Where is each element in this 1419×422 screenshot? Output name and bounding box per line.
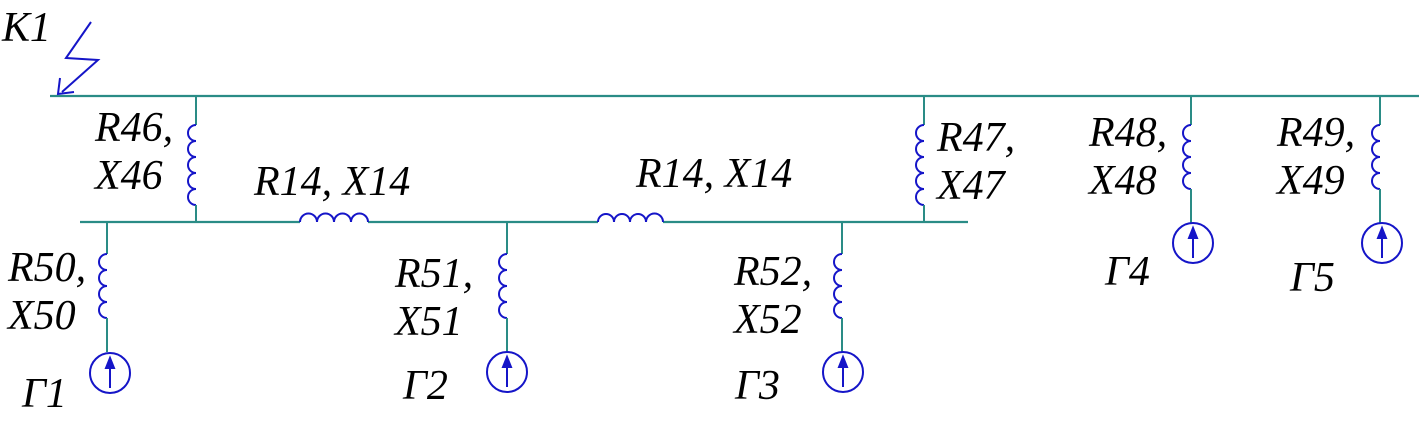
label-x48: X48: [1089, 158, 1157, 204]
generator-g4-label: Г4: [1105, 249, 1150, 295]
label-x50: X50: [8, 293, 76, 339]
fault-k1-symbol: [56, 21, 101, 96]
label-x52: X52: [734, 297, 802, 343]
generator-g4-symbol: [1172, 222, 1214, 264]
label-r46: R46,: [95, 105, 174, 151]
label-x47: X47: [937, 163, 1005, 209]
branch-r46: [187, 96, 197, 222]
label-r48: R48,: [1089, 110, 1168, 156]
branch-r50: [98, 222, 108, 352]
label-r14-left: R14, X14: [254, 159, 411, 205]
generator-g1-symbol: [89, 352, 131, 394]
generator-g2-label: Г2: [403, 363, 448, 409]
fault-k1-label: К1: [2, 5, 51, 51]
label-x49: X49: [1277, 158, 1345, 204]
branch-r51: [498, 222, 508, 352]
branch-r49: [1371, 96, 1381, 223]
label-r14-right: R14, X14: [636, 151, 793, 197]
label-r50: R50,: [8, 245, 87, 291]
series-r14-left: [299, 212, 369, 223]
label-x46: X46: [95, 153, 163, 199]
generator-g5-label: Г5: [1290, 255, 1335, 301]
label-r49: R49,: [1277, 110, 1356, 156]
branch-r47: [915, 96, 925, 222]
label-r51: R51,: [395, 251, 474, 297]
label-r52: R52,: [734, 249, 813, 295]
generator-g1-label: Г1: [22, 371, 67, 417]
series-r14-right: [597, 212, 664, 223]
generator-g2-symbol: [486, 351, 528, 393]
branch-r48: [1182, 96, 1192, 223]
label-x51: X51: [395, 299, 463, 345]
branch-r52: [833, 222, 843, 352]
generator-g3-symbol: [822, 351, 864, 393]
generator-g3-label: Г3: [735, 363, 780, 409]
generator-g5-symbol: [1361, 222, 1403, 264]
label-r47: R47,: [937, 115, 1016, 161]
